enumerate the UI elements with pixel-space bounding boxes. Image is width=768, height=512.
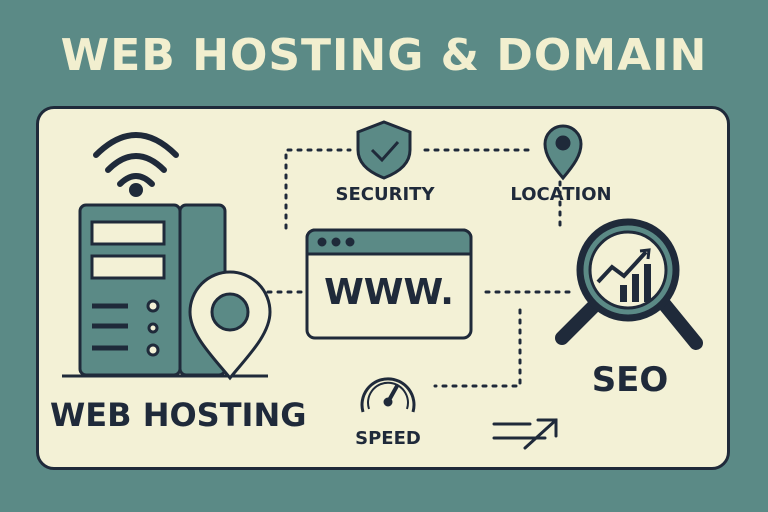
wifi-icon [93, 132, 179, 197]
arrow-icon [492, 418, 558, 450]
magnifier-chart-icon [555, 218, 703, 350]
label-security: SECURITY [335, 184, 435, 205]
location-pin-icon [543, 124, 583, 181]
label-location: LOCATION [510, 184, 612, 205]
label-speed: SPEED [355, 428, 421, 449]
shield-check-icon [356, 120, 412, 180]
label-web-hosting: WEB HOSTING [50, 396, 307, 434]
dotted-connectors [256, 148, 574, 388]
label-www: WWW. [324, 272, 454, 313]
page-title: WEB HOSTING & DOMAIN [60, 30, 708, 81]
browser-window-icon [305, 228, 473, 340]
map-pin-icon [188, 270, 272, 381]
label-seo: SEO [591, 360, 669, 400]
speedometer-icon [360, 377, 416, 413]
